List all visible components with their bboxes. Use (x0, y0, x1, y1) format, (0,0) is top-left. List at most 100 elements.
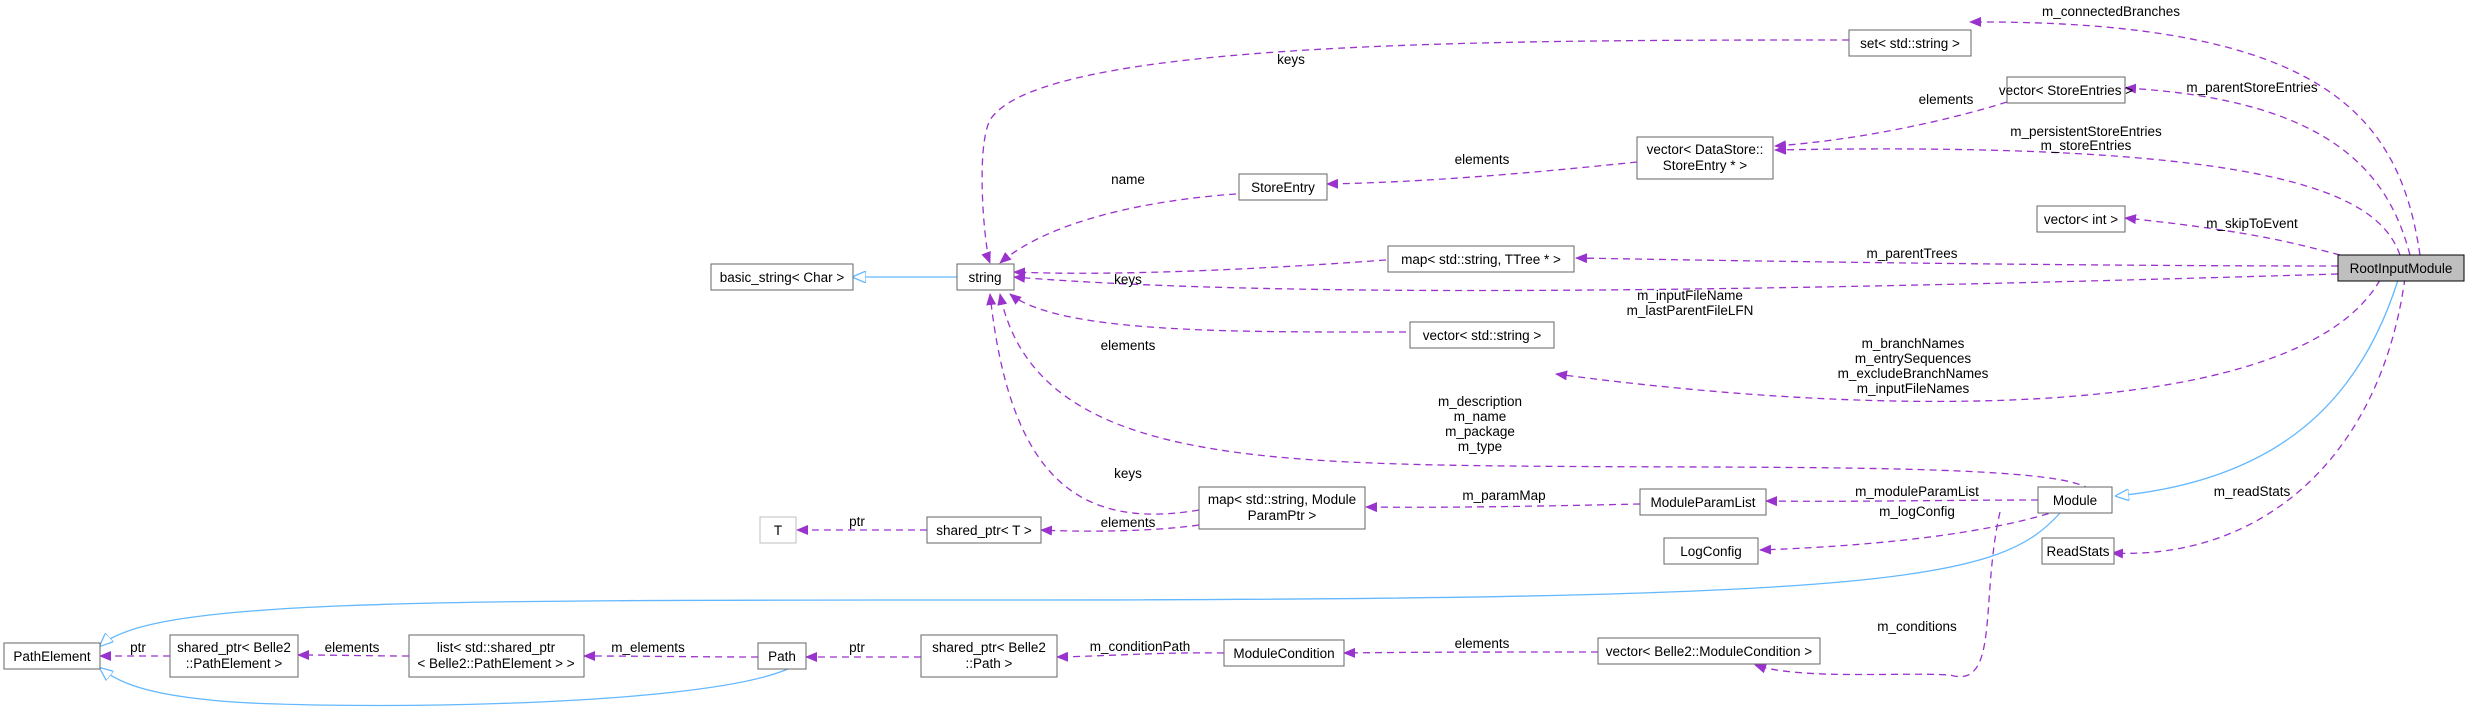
node-list-pe[interactable]: list< std::shared_ptr < Belle2::PathElem… (408, 634, 585, 678)
svg-text:vector< Belle2::ModuleConditio: vector< Belle2::ModuleCondition > (1606, 644, 1812, 659)
svg-text:::PathElement >: ::PathElement > (186, 656, 283, 671)
svg-text:ReadStats: ReadStats (2046, 544, 2109, 559)
edge-label-shared-ptr-t-ptr: ptr (849, 514, 865, 529)
svg-text:set< std::string >: set< std::string > (1860, 36, 1960, 51)
edge-vector-datastore-elements (1326, 161, 1638, 189)
edge-list-elements (297, 650, 410, 661)
edge-param-map (1365, 502, 1641, 513)
edge-module-description (997, 293, 2091, 491)
node-path-element[interactable]: PathElement (3, 642, 101, 670)
edge-label-store-entries: m_storeEntries (2041, 138, 2132, 153)
svg-text:vector< int >: vector< int > (2044, 212, 2118, 227)
svg-text:shared_ptr< Belle2: shared_ptr< Belle2 (932, 640, 1046, 655)
svg-text:vector< StoreEntries >: vector< StoreEntries > (1999, 83, 2133, 98)
node-basic-string[interactable]: basic_string< Char > (710, 263, 854, 291)
edge-read-stats (2111, 277, 2406, 559)
edge-label-param-map: m_paramMap (1462, 488, 1545, 503)
edge-label-conditions: m_conditions (1877, 619, 1957, 634)
edge-label-m-elements: m_elements (611, 640, 685, 655)
edge-log-config (1759, 509, 2061, 555)
node-vector-string[interactable]: vector< std::string > (1409, 321, 1555, 349)
svg-text:::Path >: ::Path > (966, 656, 1013, 671)
svg-text:Path: Path (768, 649, 796, 664)
svg-text:basic_string< Char >: basic_string< Char > (720, 270, 845, 285)
node-shared-ptr-t[interactable]: shared_ptr< T > (926, 516, 1042, 544)
edge-label-persistent-store-entries: m_persistentStoreEntries (2010, 124, 2162, 139)
svg-text:StoreEntry * >: StoreEntry * > (1663, 158, 1748, 173)
edge-label-map-ttree-keys: keys (1114, 272, 1142, 287)
node-string[interactable]: string (956, 263, 1015, 291)
svg-text:T: T (774, 523, 782, 538)
edge-labels: m_connectedBranches m_parentStoreEntries… (130, 4, 2318, 655)
edge-vector-string-elements (1009, 293, 1407, 333)
edge-label-parent-trees: m_parentTrees (1866, 246, 1957, 261)
node-root-input-module[interactable]: RootInputModule (2337, 254, 2465, 282)
node-module-param-list[interactable]: ModuleParamList (1639, 488, 1767, 516)
edge-parent-trees (1575, 253, 2339, 267)
edge-module-path-element (100, 512, 2061, 646)
node-vector-module-condition[interactable]: vector< Belle2::ModuleCondition > (1597, 637, 1821, 665)
edge-vector-store-entries-elements (1774, 101, 2008, 151)
edge-map-ttree-keys (1013, 259, 1387, 278)
edge-path-path-element (100, 668, 791, 707)
svg-text:shared_ptr< T >: shared_ptr< T > (936, 523, 1032, 538)
edge-label-name: m_name (1454, 409, 1507, 424)
node-log-config[interactable]: LogConfig (1663, 537, 1759, 565)
node-path[interactable]: Path (757, 642, 807, 670)
edge-path-elements (583, 651, 759, 662)
edge-label-input-file-names: m_inputFileNames (1857, 381, 1970, 396)
node-module-condition[interactable]: ModuleCondition (1223, 639, 1345, 667)
svg-text:Module: Module (2053, 493, 2097, 508)
edge-label-vse-elements: elements (1919, 92, 1974, 107)
edge-label-last-parent-file-lfn: m_lastParentFileLFN (1627, 303, 1754, 318)
edge-label-parent-store-entries: m_parentStoreEntries (2186, 80, 2318, 95)
edge-label-skip-to-event: m_skipToEvent (2206, 216, 2298, 231)
edge-label-list-elements: elements (325, 640, 380, 655)
node-store-entry[interactable]: StoreEntry (1238, 173, 1328, 201)
svg-text:string: string (968, 270, 1001, 285)
edge-store-entry-name (999, 193, 1237, 264)
node-map-param[interactable]: map< std::string, Module ParamPtr > (1198, 486, 1366, 530)
edge-vector-condition-elements (1343, 647, 1599, 658)
edge-condition-path (1056, 651, 1225, 662)
edge-shared-ptr-t-elements (1040, 524, 1200, 536)
node-map-ttree[interactable]: map< std::string, TTree * > (1387, 245, 1575, 273)
node-read-stats[interactable]: ReadStats (2041, 537, 2115, 565)
nodes: RootInputModule set< std::string > vecto… (3, 29, 2465, 678)
edges (99, 16, 2421, 678)
svg-text:ModuleParamList: ModuleParamList (1650, 495, 1755, 510)
edge-label-log-config: m_logConfig (1879, 504, 1955, 519)
svg-text:< Belle2::PathElement > >: < Belle2::PathElement > > (417, 656, 574, 671)
edge-skip-to-event (2124, 214, 2341, 256)
node-vector-datastore-entry[interactable]: vector< DataStore:: StoreEntry * > (1636, 136, 1774, 180)
edge-root-module (2116, 279, 2399, 496)
edge-label-map-param-keys: keys (1114, 466, 1142, 481)
edge-label-package: m_package (1445, 424, 1515, 439)
inheritance-edges (100, 277, 2399, 707)
node-t[interactable]: T (759, 516, 797, 544)
edge-label-vds-elements: elements (1455, 152, 1510, 167)
edge-module-param-list (1765, 496, 2039, 507)
edge-label-type: m_type (1458, 439, 1502, 454)
svg-text:StoreEntry: StoreEntry (1251, 180, 1315, 195)
edge-branch-names (1555, 279, 2381, 403)
svg-text:PathElement: PathElement (13, 649, 91, 664)
node-vector-int[interactable]: vector< int > (2036, 205, 2126, 233)
edge-label-path-ptr: ptr (849, 640, 865, 655)
edge-label-input-file-name: m_inputFileName (1637, 288, 1743, 303)
edge-label-read-stats: m_readStats (2214, 484, 2291, 499)
svg-text:vector< DataStore::: vector< DataStore:: (1647, 142, 1764, 157)
edge-label-set-keys: keys (1277, 52, 1305, 67)
edge-label-connected-branches: m_connectedBranches (2042, 4, 2180, 19)
svg-text:vector< std::string >: vector< std::string > (1423, 328, 1542, 343)
node-vector-store-entries[interactable]: vector< StoreEntries > (1999, 76, 2133, 104)
node-module[interactable]: Module (2037, 486, 2113, 514)
edge-label-vcond-elements: elements (1455, 636, 1510, 651)
svg-text:shared_ptr< Belle2: shared_ptr< Belle2 (177, 640, 291, 655)
node-set-string[interactable]: set< std::string > (1848, 29, 1972, 57)
edge-persistent-store-entries (1774, 144, 2401, 256)
edge-label-shared-ptr-t-elements: elements (1101, 515, 1156, 530)
node-shared-ptr-path[interactable]: shared_ptr< Belle2 ::Path > (920, 634, 1058, 678)
node-shared-ptr-pe[interactable]: shared_ptr< Belle2 ::PathElement > (169, 634, 299, 678)
